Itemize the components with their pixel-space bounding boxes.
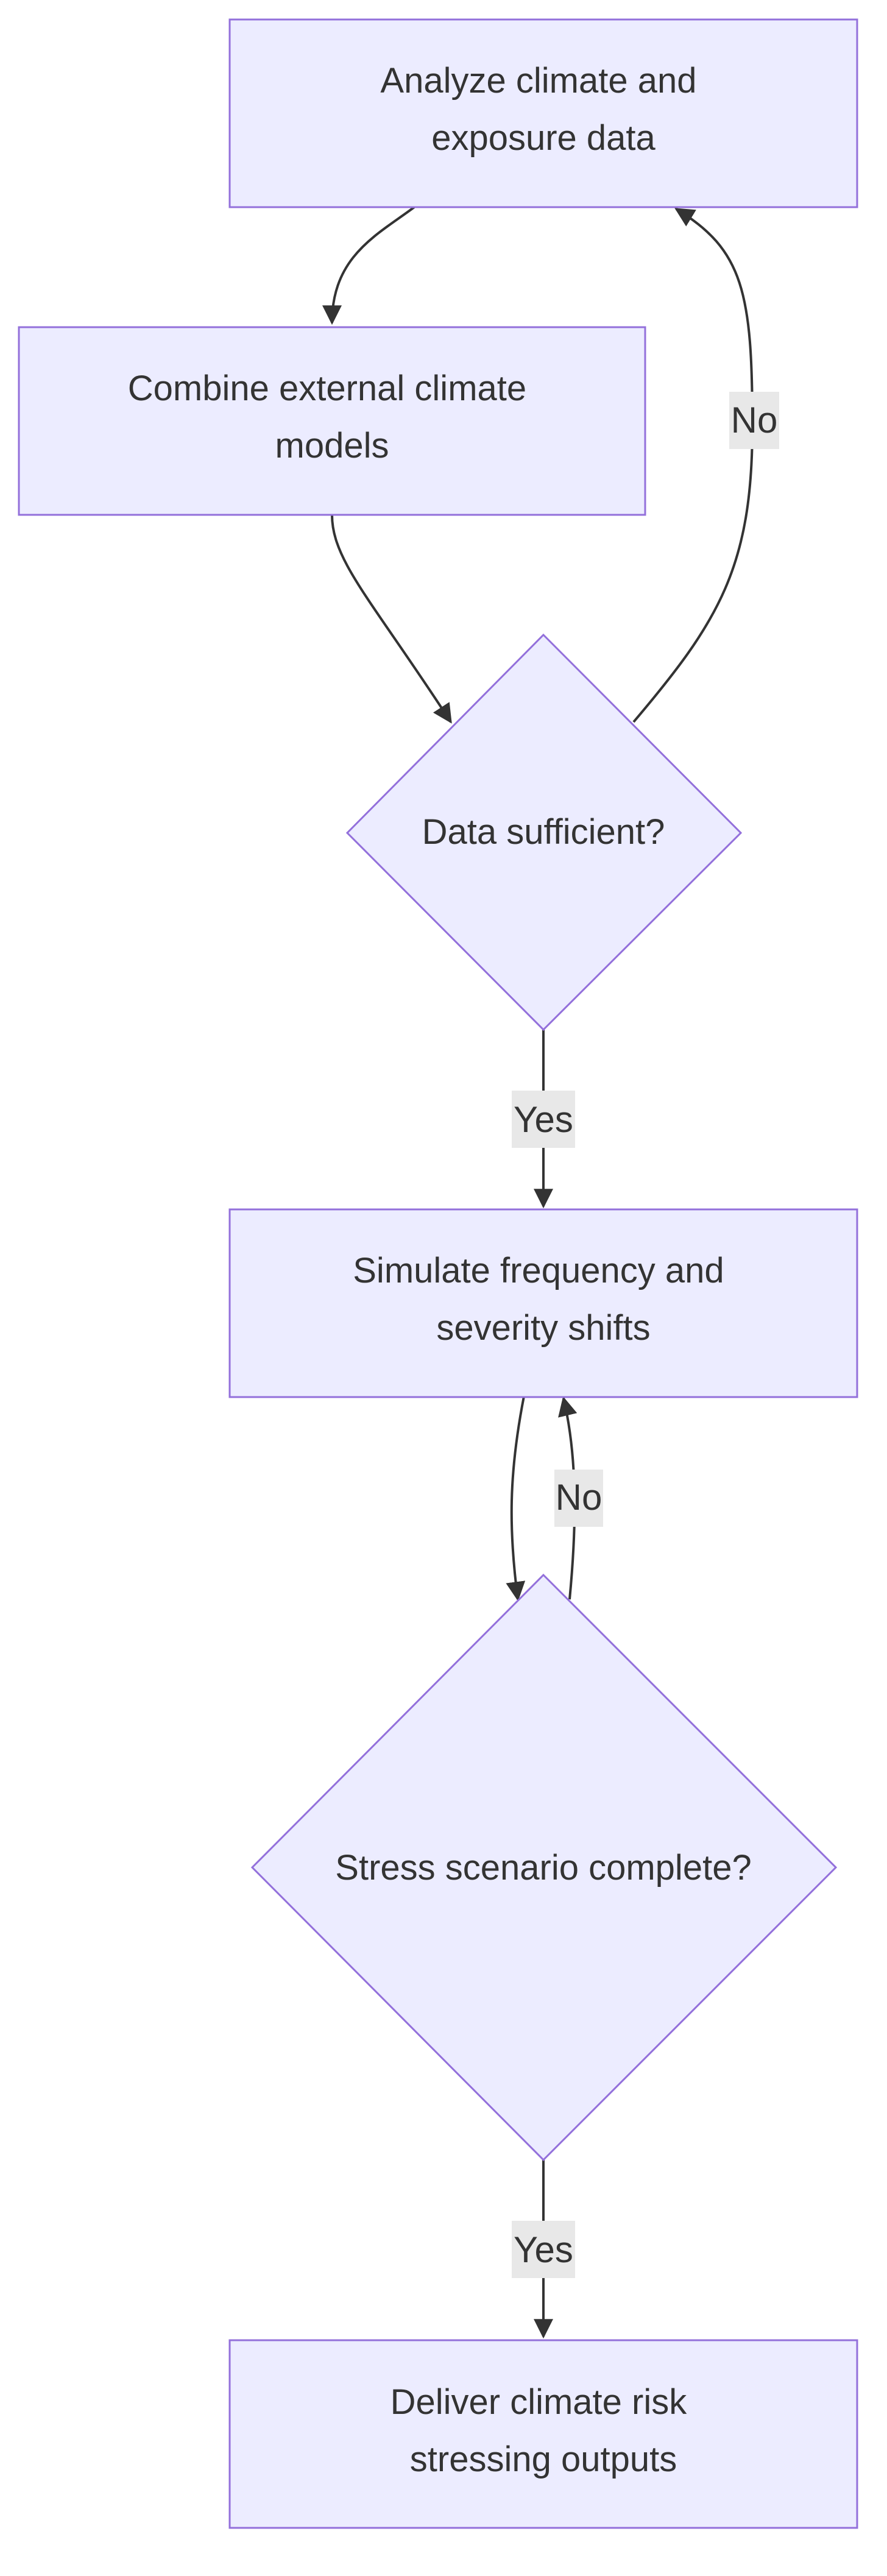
node-simulate: Simulate frequency and severity shifts [228, 1208, 858, 1398]
edge-label-data-yes-text: Yes [514, 1099, 573, 1140]
node-data-check-line-1: Data sufficient? [422, 812, 665, 852]
edge-label-stress-no-text: No [556, 1477, 603, 1518]
edge-label-stress-yes: Yes [512, 2221, 575, 2278]
node-combine-line-1: Combine external climate [128, 369, 526, 408]
node-analyze-line-1: Analyze climate and [380, 61, 696, 101]
svg-text:Stress scenario complete?: Stress scenario complete? [335, 1848, 751, 1888]
svg-text:Deliver climate risk str: Deliver climate risk stressing outputs [390, 2382, 697, 2479]
node-stress-check-line-1: Stress scenario complete? [335, 1848, 751, 1888]
node-deliver: Deliver climate risk stressing outputs [228, 2339, 858, 2529]
node-deliver-line-1: Deliver climate risk [390, 2382, 688, 2422]
node-simulate-line-2: severity shifts [436, 1308, 650, 1348]
svg-text:Combine external climate: Combine external climate models [128, 369, 537, 465]
node-stress-check: Stress scenario complete? [250, 1573, 838, 2162]
edge-label-data-no: No [729, 392, 779, 449]
node-combine: Combine external climate models [18, 326, 646, 516]
edge-label-stress-no: No [554, 1470, 603, 1527]
edge-label-data-yes: Yes [512, 1091, 575, 1148]
edge-data-check-no-to-analyze [632, 208, 754, 723]
node-deliver-line-2: stressing outputs [410, 2440, 677, 2479]
node-analyze-line-2: exposure data [431, 118, 656, 158]
edge-analyze-to-combine [322, 206, 415, 325]
edge-combine-to-data-check [331, 514, 452, 724]
svg-text:Simulate frequency and s: Simulate frequency and severity shifts [353, 1251, 734, 1348]
edge-label-stress-yes-text: Yes [514, 2229, 573, 2270]
edge-label-data-no-text: No [731, 400, 778, 441]
svg-text:Data sufficient?: Data sufficient? [422, 812, 665, 852]
node-combine-line-2: models [275, 426, 389, 465]
svg-text:Analyze climate and expo: Analyze climate and exposure data [380, 61, 706, 158]
node-simulate-line-1: Simulate frequency and [353, 1251, 724, 1290]
node-data-check: Data sufficient? [345, 633, 743, 1031]
edge-simulate-to-stress-check [506, 1396, 526, 1602]
node-analyze: Analyze climate and exposure data [228, 18, 858, 208]
